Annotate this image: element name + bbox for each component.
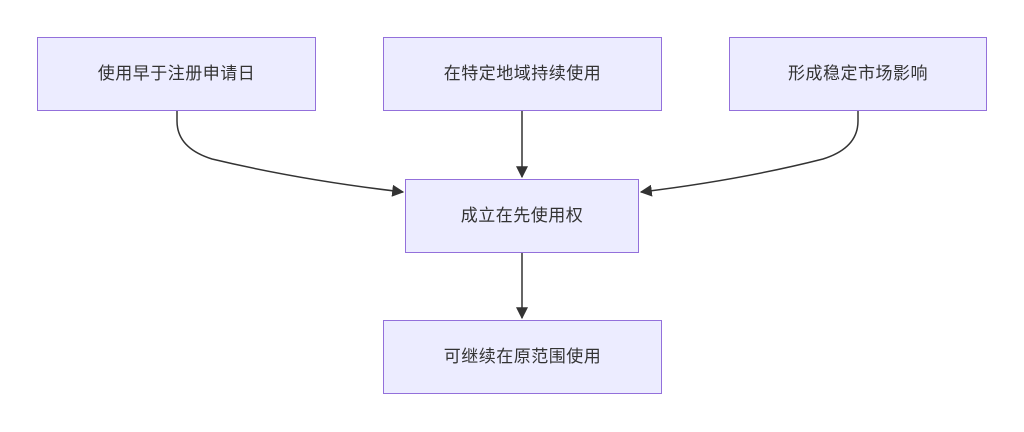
edge-top-left-to-center [176, 111, 405, 197]
node-stable-market-influence: 形成稳定市场影响 [729, 37, 987, 111]
edge-top-right-to-center [639, 111, 859, 197]
node-prior-use-before-filing: 使用早于注册申请日 [37, 37, 316, 111]
node-label: 使用早于注册申请日 [97, 63, 256, 84]
node-continuous-regional-use: 在特定地域持续使用 [383, 37, 662, 111]
node-label: 成立在先使用权 [460, 205, 584, 226]
node-label: 形成稳定市场影响 [788, 63, 928, 84]
node-label: 在特定地域持续使用 [443, 63, 602, 84]
node-prior-use-right-established: 成立在先使用权 [405, 179, 639, 253]
node-continue-original-scope: 可继续在原范围使用 [383, 320, 662, 394]
node-label: 可继续在原范围使用 [443, 346, 602, 367]
